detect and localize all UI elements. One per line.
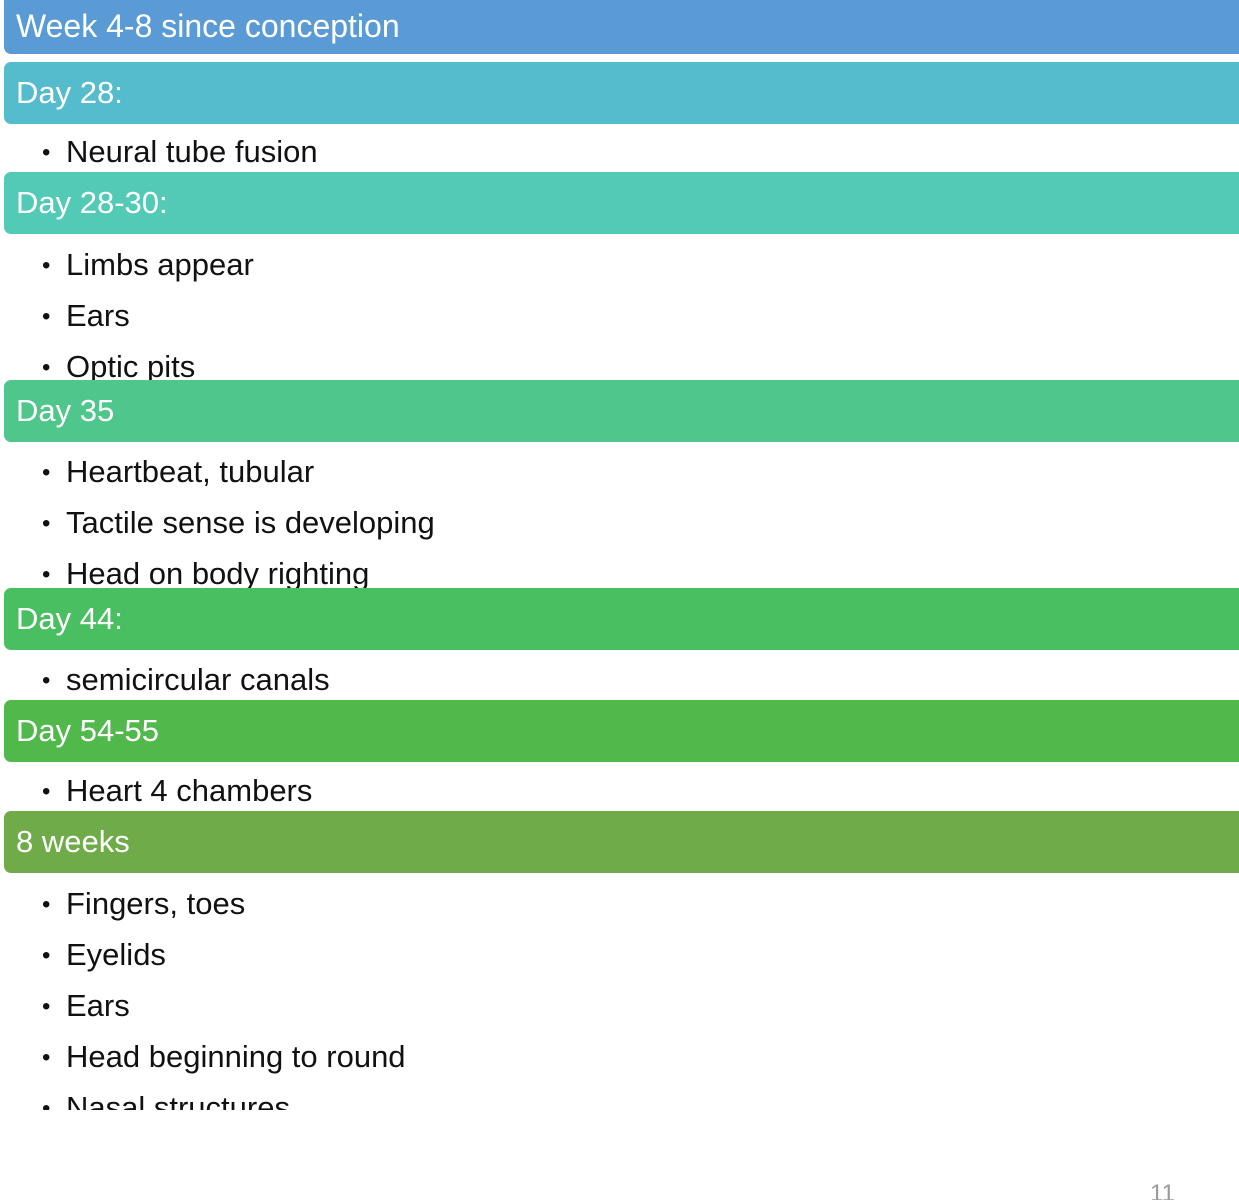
list-item: •semicircular canals <box>42 654 330 700</box>
section-list-day-54-55: •Heart 4 chambers <box>0 762 1239 811</box>
list-item: •Nasal structures <box>42 1082 290 1110</box>
list-item: •Head on body righting <box>42 548 369 588</box>
section-heading-day-44: Day 44: <box>4 588 1239 650</box>
bullet-icon: • <box>42 303 51 330</box>
list-item: •Fingers, toes <box>42 878 245 929</box>
page-number: 11 <box>1150 1180 1175 1200</box>
bullet-icon: • <box>42 510 51 537</box>
bullet-icon: • <box>42 561 51 588</box>
bullet-icon: • <box>42 252 51 279</box>
list-item: •Limbs appear <box>42 239 254 290</box>
list-item: •Eyelids <box>42 929 166 980</box>
list-item: •Head beginning to round <box>42 1031 406 1082</box>
list-item: •Heartbeat, tubular <box>42 446 314 497</box>
list-item: •Optic pits <box>42 341 195 380</box>
bullet-icon: • <box>42 354 51 380</box>
list-item: •Heart 4 chambers <box>42 765 312 811</box>
section-list-day-44: •semicircular canals <box>0 650 1239 700</box>
list-item: •Neural tube fusion <box>42 126 318 172</box>
bullet-icon: • <box>42 891 51 918</box>
section-heading-day-28: Day 28: <box>4 62 1239 124</box>
slide-title: Week 4-8 since conception <box>4 0 1239 54</box>
list-item: •Ears <box>42 980 130 1031</box>
bullet-icon: • <box>42 459 51 486</box>
bullet-icon: • <box>42 667 51 694</box>
bullet-icon: • <box>42 778 51 805</box>
list-item: •Tactile sense is developing <box>42 497 435 548</box>
section-list-day-28: •Neural tube fusion <box>0 124 1239 172</box>
section-heading-day-54-55: Day 54-55 <box>4 700 1239 762</box>
section-heading-8-weeks: 8 weeks <box>4 811 1239 873</box>
bullet-icon: • <box>42 942 51 969</box>
bullet-icon: • <box>42 1044 51 1071</box>
section-list-8-weeks: •Fingers, toes •Eyelids •Ears •Head begi… <box>0 873 1239 1110</box>
bullet-icon: • <box>42 1095 51 1110</box>
section-list-day-28-30: •Limbs appear •Ears •Optic pits <box>0 234 1239 380</box>
section-list-day-35: •Heartbeat, tubular •Tactile sense is de… <box>0 442 1239 588</box>
list-item: •Ears <box>42 290 130 341</box>
section-heading-day-28-30: Day 28-30: <box>4 172 1239 234</box>
bullet-icon: • <box>42 139 51 166</box>
section-heading-day-35: Day 35 <box>4 380 1239 442</box>
bullet-icon: • <box>42 993 51 1020</box>
